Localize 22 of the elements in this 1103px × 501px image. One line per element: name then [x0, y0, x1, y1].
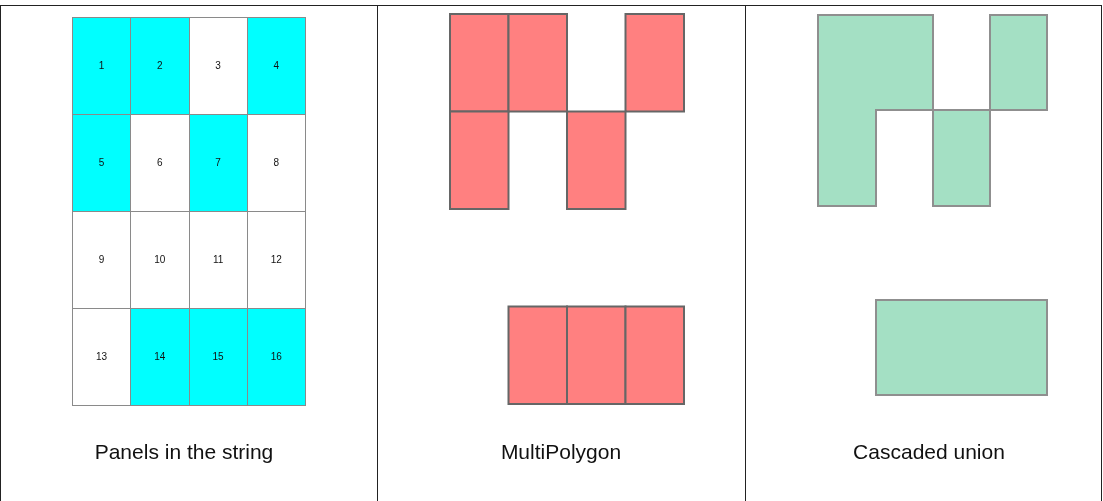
polygon-box: [566, 305, 627, 405]
panel-cell: 4: [246, 17, 306, 115]
panel-cell: 1: [72, 17, 132, 115]
polygon-box: [624, 305, 685, 405]
panel-cell: 13: [72, 308, 132, 406]
polygon-box: [624, 13, 685, 113]
union-polygon: [817, 14, 1048, 207]
caption: Panels in the string: [94, 440, 274, 463]
panel-cell: 15: [188, 308, 248, 406]
polygon-box: [507, 13, 568, 113]
polygon-box: [507, 305, 568, 405]
panel-cell: 5: [72, 114, 132, 212]
polygon-box: [449, 13, 510, 113]
panel-cell: 16: [246, 308, 306, 406]
panel-cell: 14: [130, 308, 190, 406]
polygon-box: [449, 110, 510, 210]
caption: MultiPolygon: [500, 440, 622, 463]
union-polygon: [875, 299, 1048, 396]
caption: Cascaded union: [853, 440, 1005, 463]
panel-cell: 2: [130, 17, 190, 115]
polygon-box: [566, 110, 627, 210]
panel-cell: 7: [188, 114, 248, 212]
